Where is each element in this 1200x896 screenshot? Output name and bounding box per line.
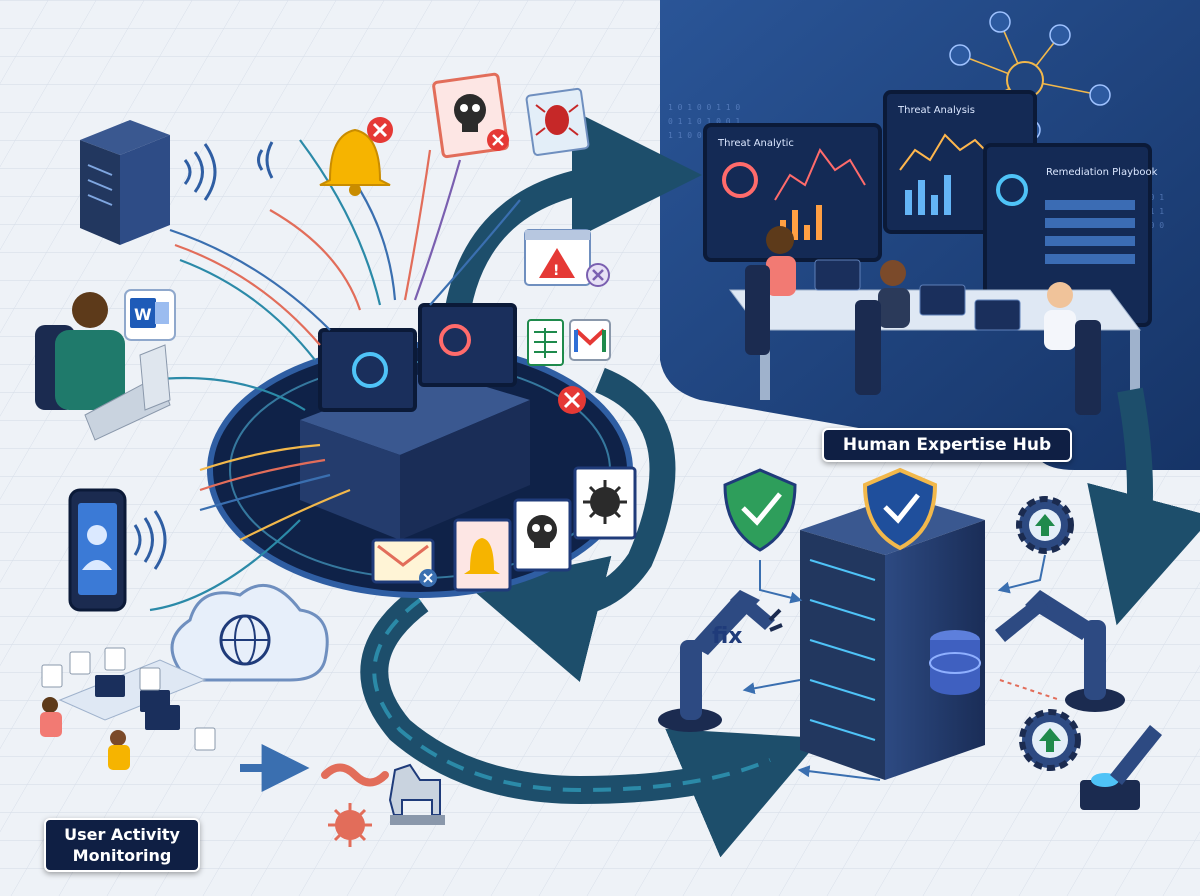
worm-icon <box>321 763 389 787</box>
shield-check-icon <box>723 468 797 552</box>
panel-title-threat-analytic: Threat Analytic <box>717 138 794 149</box>
spreadsheet-icon <box>527 319 564 366</box>
skull-alert-icon <box>432 72 509 159</box>
skull-alert-icon <box>513 498 572 572</box>
monitor-threat-analytic: Threat Analytic <box>703 123 882 262</box>
gear-upgrade-icon <box>1019 709 1081 771</box>
trojan-horse-icon <box>388 763 445 825</box>
mobile-phone-icon <box>68 488 127 612</box>
central-console-icon <box>300 303 530 540</box>
virus-icon <box>328 803 372 847</box>
database-icon <box>929 630 981 695</box>
incoming-signal-lines <box>149 139 521 612</box>
gear-upgrade-icon <box>1016 496 1074 554</box>
flow-arrow-bottom-highlight <box>372 598 771 793</box>
wifi-icon <box>133 510 167 570</box>
flow-arrow-loop <box>469 367 676 682</box>
svg-text:!: ! <box>553 263 559 279</box>
bug-alert-icon <box>525 87 590 156</box>
robot-arm-icon <box>995 590 1125 712</box>
close-alert-icon <box>558 386 586 414</box>
warning-window-icon: ! <box>524 229 610 287</box>
hub-region <box>660 0 1200 470</box>
gmail-icon <box>569 319 611 361</box>
malware-icon <box>573 466 637 540</box>
user-activity-line1: User Activity <box>64 825 180 844</box>
panel-title-threat-analysis: Threat Analysis <box>897 105 975 116</box>
bell-alert-icon <box>319 117 393 196</box>
server-icon <box>80 120 170 245</box>
email-icon <box>371 538 437 587</box>
threat-network-nodes <box>949 11 1111 141</box>
svg-text:0 1 1: 0 1 1 <box>1140 207 1164 216</box>
analyst-team-icon <box>729 226 1141 415</box>
flow-arrow-hub-to-remediation <box>1087 387 1200 626</box>
workstation-cluster <box>40 647 216 770</box>
human-expertise-hub-label: Human Expertise Hub <box>822 428 1072 462</box>
fix-annotation: fix <box>712 624 743 649</box>
robot-arm-icon <box>1080 725 1162 810</box>
user-activity-monitoring-label: User Activity Monitoring <box>44 818 200 872</box>
flow-arrow-to-hub <box>442 110 702 332</box>
cloud-globe-icon <box>170 584 329 682</box>
remediation-links <box>742 554 1061 781</box>
wifi-icon <box>183 141 274 201</box>
svg-text:1 0 0: 1 0 0 <box>1140 221 1164 230</box>
svg-text:1 0 1: 1 0 1 <box>1140 193 1164 202</box>
svg-text:W: W <box>134 305 152 324</box>
human-expertise-hub-text: Human Expertise Hub <box>842 435 1052 455</box>
word-document-icon: W <box>124 289 176 341</box>
bell-alert-icon <box>453 518 512 592</box>
user-activity-line2: Monitoring <box>72 846 172 865</box>
panel-title-remediation-playbook: Remediation Playbook <box>1046 167 1158 178</box>
svg-text:1 0 1 0 0 1 1 0: 1 0 1 0 0 1 1 0 <box>668 103 740 112</box>
user-laptop-icon <box>35 292 171 441</box>
robot-arm-icon <box>658 590 783 732</box>
svg-text:0 1 1 0 1 0 0 1: 0 1 1 0 1 0 0 1 <box>668 117 740 126</box>
